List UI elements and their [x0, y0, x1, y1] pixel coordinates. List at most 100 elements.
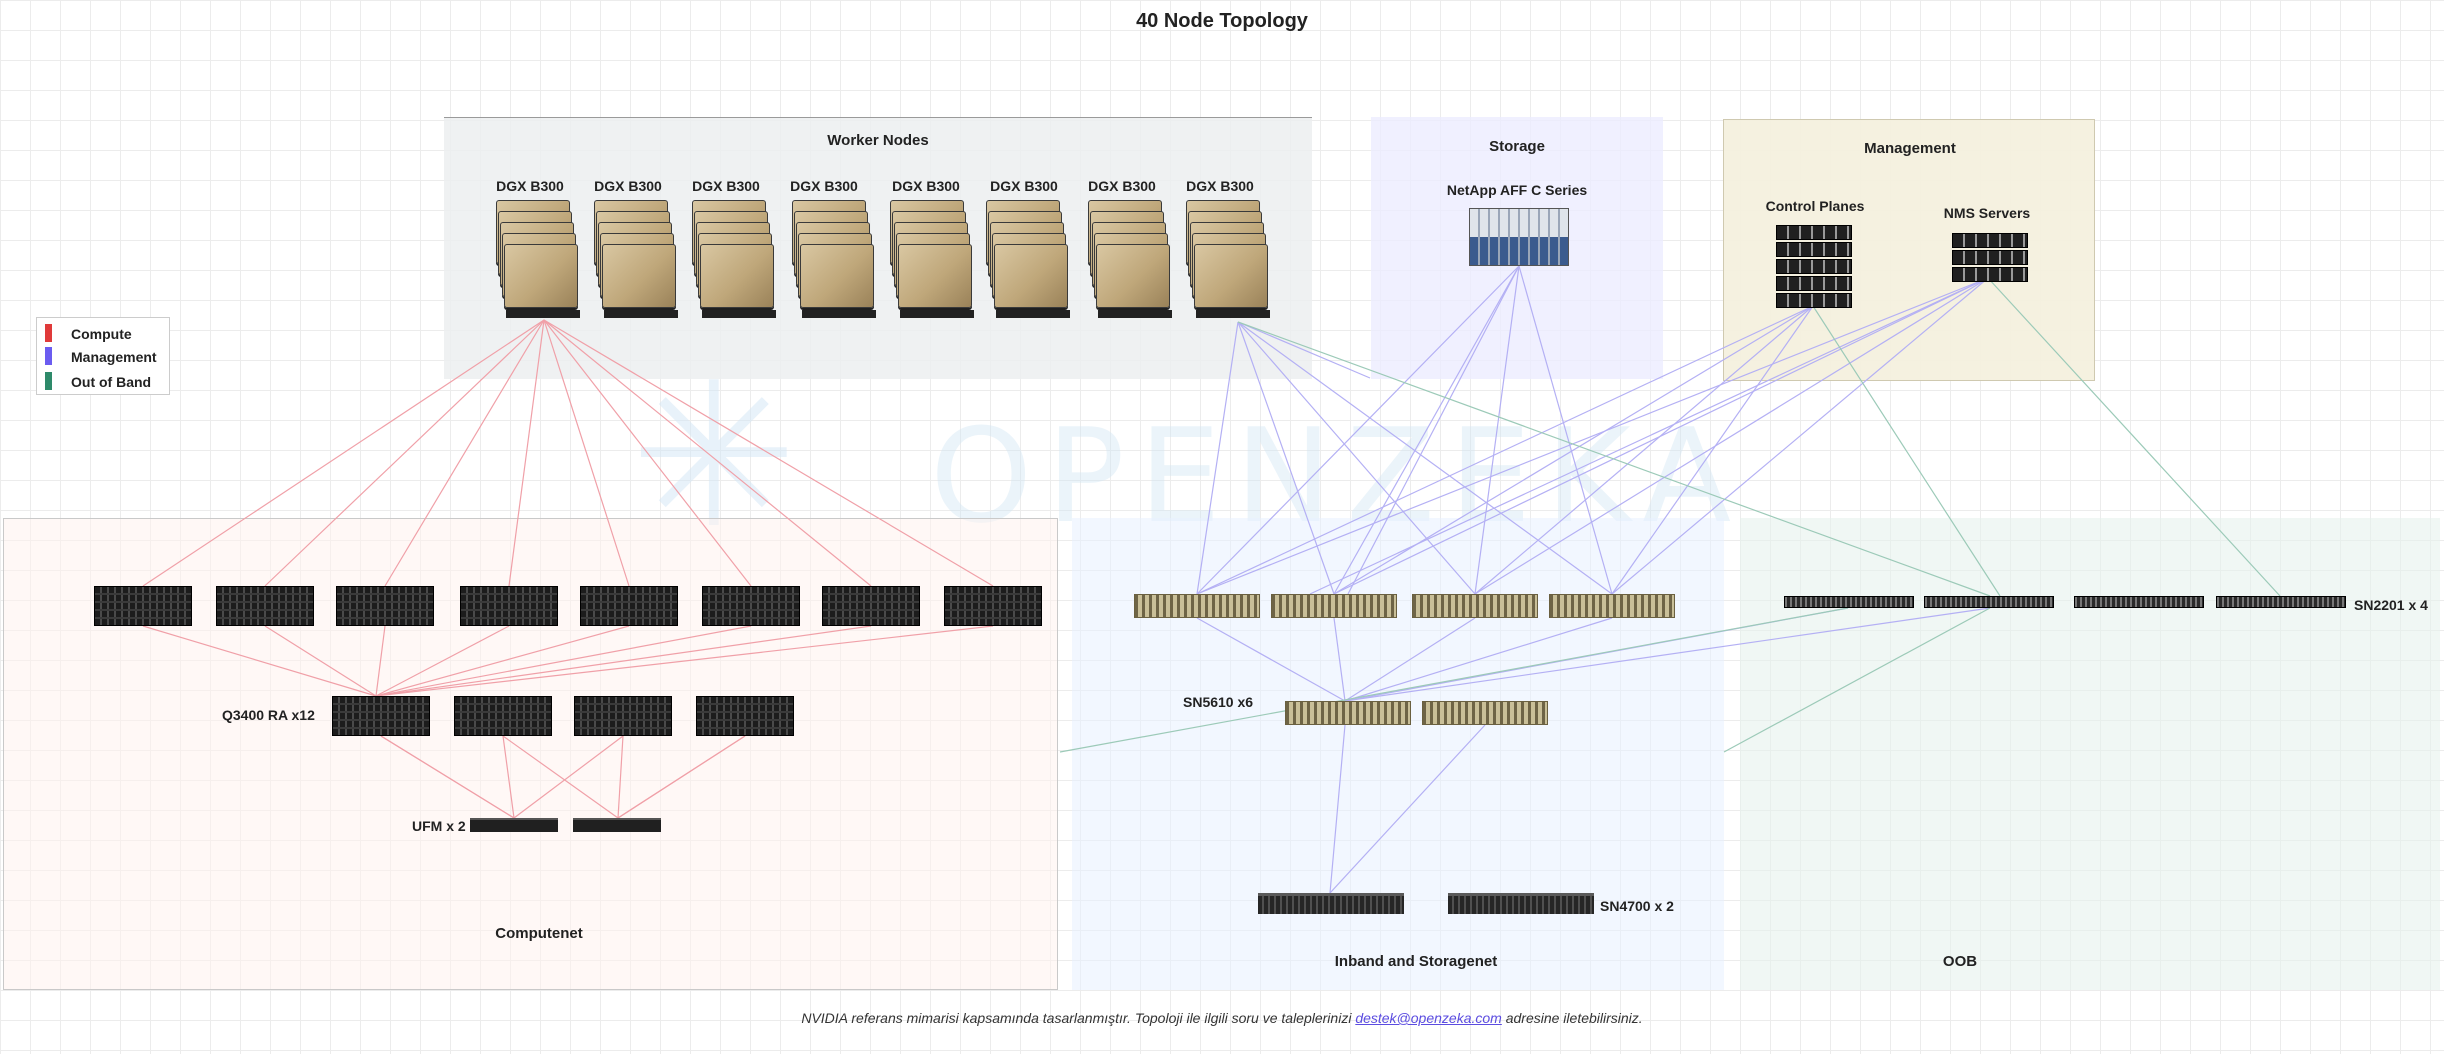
- dgx-b300-server-icon: [496, 200, 580, 318]
- netapp-storage-icon: [1469, 208, 1569, 266]
- sn5610-label: SN5610 x6: [1183, 694, 1254, 710]
- link-line: [1611, 277, 1989, 595]
- link-line: [1344, 607, 1991, 702]
- q3400-leaf-switch-icon: [216, 586, 314, 626]
- q3400-leaf-switch-icon: [944, 586, 1042, 626]
- link-line: [1237, 321, 1335, 595]
- legend-label: Management: [71, 349, 157, 365]
- link-line: [502, 735, 619, 819]
- legend-swatch: [45, 372, 52, 390]
- sn5610-switch-icon: [1549, 594, 1675, 618]
- link-line: [1518, 265, 1613, 595]
- link-line: [380, 735, 515, 819]
- oob-label: OOB: [1942, 953, 1978, 970]
- control-plane-server-icon: [1776, 259, 1852, 274]
- control-plane-server-icon: [1776, 242, 1852, 257]
- sn2201-switch-icon: [1924, 596, 2054, 608]
- link-line: [1344, 617, 1476, 702]
- legend: Compute Management Out of Band: [36, 317, 170, 395]
- control-plane-server-icon: [1776, 293, 1852, 308]
- link-line: [1329, 724, 1346, 894]
- link-line: [375, 625, 872, 697]
- sn5610-switch-icon: [1422, 701, 1548, 725]
- dgx-b300-server-icon: [792, 200, 876, 318]
- support-email-link[interactable]: destek@openzeka.com: [1355, 1010, 1502, 1026]
- link-line: [543, 319, 872, 587]
- link-line: [1196, 321, 1239, 595]
- q3400-leaf-switch-icon: [822, 586, 920, 626]
- dgx-label: DGX B300: [692, 178, 760, 194]
- footer-text: NVIDIA referans mimarisi kapsamında tasa…: [801, 1010, 1356, 1026]
- q3400-leaf-switch-icon: [460, 586, 558, 626]
- link-line: [1812, 305, 2001, 597]
- link-line: [375, 625, 630, 697]
- link-line: [1237, 321, 1476, 595]
- control-planes-label: Control Planes: [1765, 198, 1865, 214]
- inband-label: Inband and Storagenet: [1334, 953, 1498, 970]
- sn2201-label: SN2201 x 4: [2354, 597, 2428, 613]
- link-line: [264, 625, 377, 697]
- link-line: [1196, 265, 1520, 595]
- dgx-label: DGX B300: [1186, 178, 1254, 194]
- link-line: [1059, 607, 1849, 753]
- link-line: [264, 319, 545, 587]
- link-line: [1333, 265, 1520, 595]
- link-line: [1333, 277, 1989, 595]
- link-line: [543, 319, 752, 587]
- q3400-spine-switch-icon: [574, 696, 672, 736]
- dgx-b300-server-icon: [1186, 200, 1270, 318]
- link-line: [1237, 321, 1613, 595]
- link-line: [1333, 305, 1814, 595]
- link-line: [508, 319, 545, 587]
- dgx-label: DGX B300: [1088, 178, 1156, 194]
- dgx-label: DGX B300: [594, 178, 662, 194]
- link-line: [1723, 607, 1991, 753]
- ufm-label: UFM x 2: [412, 818, 466, 834]
- link-line: [1237, 321, 1371, 379]
- link-line: [142, 319, 545, 587]
- dgx-label: DGX B300: [496, 178, 564, 194]
- link-line: [543, 319, 630, 587]
- link-line: [375, 625, 386, 697]
- link-line: [375, 625, 994, 697]
- link-line: [513, 735, 624, 819]
- link-line: [617, 735, 746, 819]
- legend-label: Compute: [71, 326, 132, 342]
- ufm-server-icon: [573, 818, 661, 832]
- link-line: [1474, 305, 1814, 595]
- sn2201-switch-icon: [1784, 596, 1914, 608]
- sn4700-switch-icon: [1258, 893, 1404, 914]
- link-line: [502, 735, 515, 819]
- nms-server-icon: [1952, 233, 2028, 248]
- q3400-leaf-switch-icon: [94, 586, 192, 626]
- q3400-spine-switch-icon: [696, 696, 794, 736]
- link-line: [1196, 305, 1814, 595]
- link-line: [375, 625, 752, 697]
- link-line: [543, 319, 994, 587]
- dgx-label: DGX B300: [790, 178, 858, 194]
- netapp-label: NetApp AFF C Series: [1446, 182, 1588, 198]
- link-line: [1237, 321, 1991, 597]
- dgx-label: DGX B300: [990, 178, 1058, 194]
- link-line: [1329, 724, 1486, 894]
- link-line: [617, 735, 624, 819]
- link-line: [1347, 265, 1520, 595]
- nms-server-icon: [1952, 267, 2028, 282]
- footer-note: NVIDIA referans mimarisi kapsamında tasa…: [0, 1010, 2444, 1026]
- management-label: Management: [1864, 140, 1956, 157]
- dgx-b300-server-icon: [1088, 200, 1172, 318]
- nms-server-icon: [1952, 250, 2028, 265]
- dgx-b300-server-icon: [986, 200, 1070, 318]
- sn2201-switch-icon: [2216, 596, 2346, 608]
- sn5610-switch-icon: [1412, 594, 1538, 618]
- link-line: [1474, 277, 1989, 595]
- dgx-label: DGX B300: [892, 178, 960, 194]
- legend-label: Out of Band: [71, 374, 152, 390]
- dgx-b300-server-icon: [692, 200, 776, 318]
- ufm-server-icon: [470, 818, 558, 832]
- q3400-spine-switch-icon: [454, 696, 552, 736]
- link-line: [1333, 617, 1346, 702]
- link-line: [1474, 265, 1520, 595]
- sn5610-switch-icon: [1271, 594, 1397, 618]
